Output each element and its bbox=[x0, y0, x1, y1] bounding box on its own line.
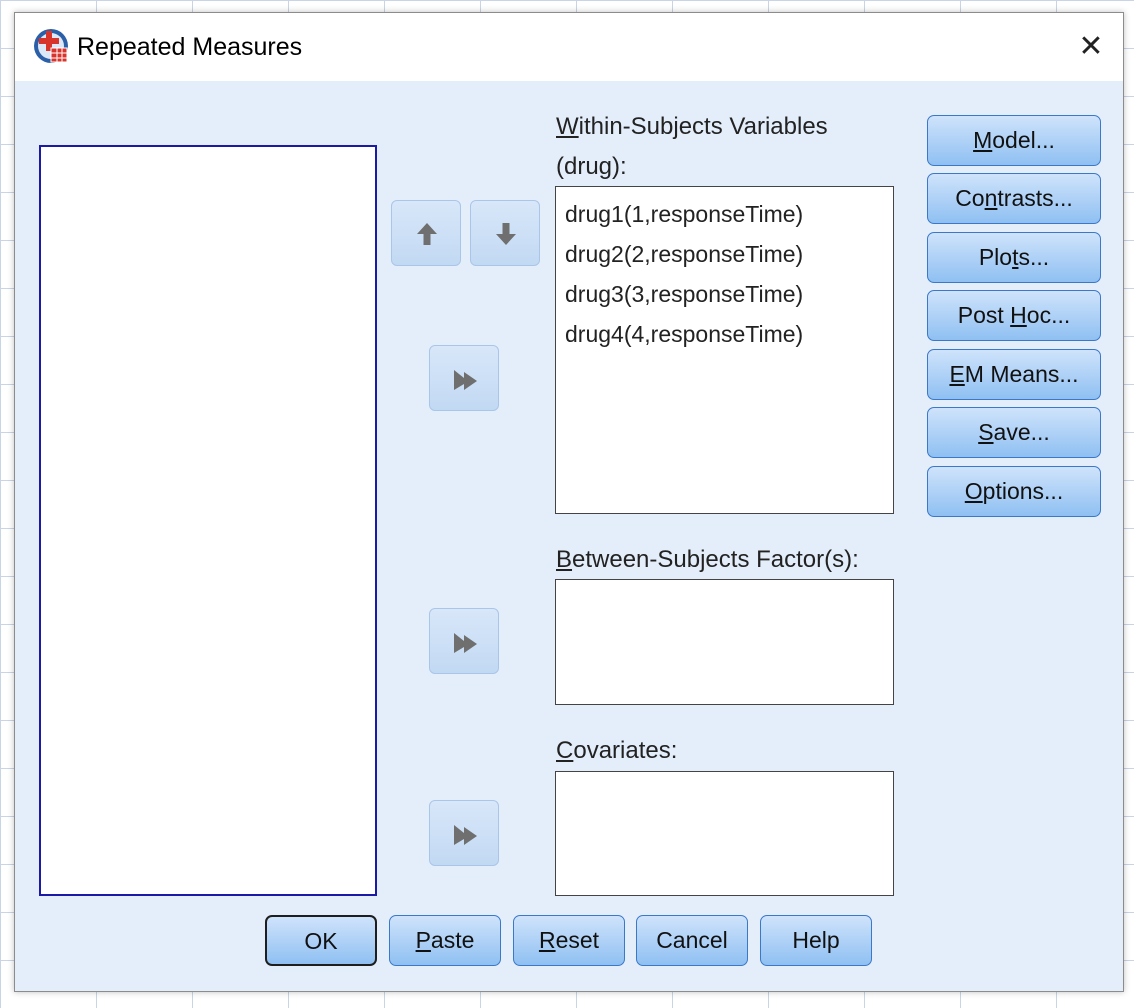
model-button[interactable]: Model... bbox=[927, 115, 1101, 166]
window-title: Repeated Measures bbox=[77, 33, 303, 61]
close-icon[interactable]: ✕ bbox=[1078, 30, 1104, 63]
between-subjects-list[interactable] bbox=[555, 579, 894, 705]
ok-button[interactable]: OK bbox=[265, 915, 377, 966]
list-item[interactable]: drug1(1,responseTime) bbox=[565, 201, 804, 227]
list-item[interactable]: drug2(2,responseTime) bbox=[565, 241, 804, 267]
within-subjects-label: Within-Subjects Variables bbox=[556, 113, 828, 140]
move-down-button[interactable] bbox=[470, 200, 540, 266]
arrow-down-icon bbox=[496, 223, 516, 245]
plots-button[interactable]: Plots... bbox=[927, 232, 1101, 283]
move-up-button[interactable] bbox=[391, 200, 461, 266]
between-subjects-label: Between-Subjects Factor(s): bbox=[556, 546, 859, 573]
move-right-arrow-icon bbox=[454, 825, 477, 845]
save-button[interactable]: Save... bbox=[927, 407, 1101, 458]
list-item[interactable]: drug4(4,responseTime) bbox=[565, 321, 804, 347]
covariates-list[interactable] bbox=[555, 771, 894, 896]
paste-button[interactable]: Paste bbox=[389, 915, 501, 966]
options-button[interactable]: Options... bbox=[927, 466, 1101, 517]
em-means-button[interactable]: EM Means... bbox=[927, 349, 1101, 400]
title-bar: Repeated Measures ✕ bbox=[15, 13, 1123, 81]
post-hoc-button[interactable]: Post Hoc... bbox=[927, 290, 1101, 341]
arrow-up-icon bbox=[417, 223, 437, 245]
within-factor-label: (drug): bbox=[556, 153, 627, 180]
cancel-button[interactable]: Cancel bbox=[636, 915, 748, 966]
move-to-between-button[interactable] bbox=[429, 608, 499, 674]
repeated-measures-dialog: Repeated Measures ✕ Within-Subjects Vari… bbox=[14, 12, 1124, 992]
contrasts-button[interactable]: Contrasts... bbox=[927, 173, 1101, 224]
move-right-arrow-icon bbox=[454, 370, 477, 390]
app-icon bbox=[34, 29, 68, 63]
move-to-covariates-button[interactable] bbox=[429, 800, 499, 866]
move-right-arrow-icon bbox=[454, 633, 477, 653]
move-to-within-button[interactable] bbox=[429, 345, 499, 411]
help-button[interactable]: Help bbox=[760, 915, 872, 966]
within-subjects-list[interactable]: drug1(1,responseTime) drug2(2,responseTi… bbox=[555, 186, 894, 514]
list-item[interactable]: drug3(3,responseTime) bbox=[565, 281, 804, 307]
reset-button[interactable]: Reset bbox=[513, 915, 625, 966]
source-variable-list[interactable] bbox=[39, 145, 377, 896]
covariates-label: Covariates: bbox=[556, 737, 678, 764]
